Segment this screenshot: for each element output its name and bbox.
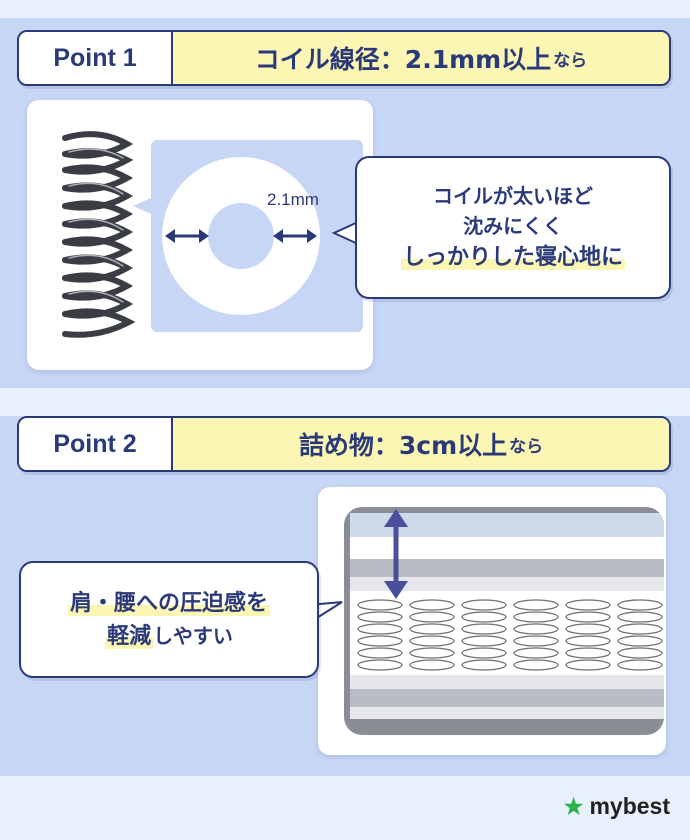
point2-title: 詰め物：3cm以上 なら (171, 418, 669, 470)
point2-title-main: 詰め物：3cm以上 (298, 431, 508, 460)
coil-spring-icon (62, 131, 136, 338)
point2-title-suffix: なら (509, 436, 544, 457)
mattress-cross-section (344, 507, 664, 735)
star-icon: ★ (563, 793, 584, 819)
top-band (0, 0, 690, 18)
point2-callout: 肩・腰への圧迫感を 軽減しやすい (19, 561, 319, 678)
point2-label: Point 2 (19, 418, 171, 470)
dimension-label: 2.1mm (267, 190, 319, 209)
point1-panel: 2.1mm (27, 100, 373, 370)
callout2-highlight: 肩・腰への圧迫感を (67, 590, 270, 616)
point1-title-main: コイル線径：2.1mm以上 (254, 45, 552, 74)
callout1-line2: 沈みにくく (463, 214, 563, 238)
callout2-highlight2: 軽減 (105, 623, 154, 649)
point1-title-suffix: なら (553, 50, 588, 71)
bottom-band (0, 776, 690, 840)
pocket-coils (357, 599, 663, 671)
mybest-logo: ★ mybest (564, 793, 670, 820)
brand-name: mybest (589, 793, 670, 819)
diameter-arrows (165, 229, 317, 243)
middle-band (0, 388, 690, 416)
coil-wire-hole (208, 203, 274, 269)
point1-header: Point 1 コイル線径：2.1mm以上 なら (17, 30, 671, 86)
thickness-arrow (384, 509, 408, 599)
point2-header: Point 2 詰め物：3cm以上 なら (17, 416, 671, 472)
callout2-rest: しやすい (153, 623, 233, 648)
point1-callout: コイルが太いほど 沈みにくく しっかりした寝心地に (355, 156, 671, 299)
point2-panel (318, 487, 666, 755)
callout1-highlight: しっかりした寝心地に (400, 245, 625, 270)
point1-illustration (62, 131, 363, 338)
callout1-line1: コイルが太いほど (433, 184, 593, 208)
point1-title: コイル線径：2.1mm以上 なら (171, 32, 669, 84)
point1-label: Point 1 (19, 32, 171, 84)
